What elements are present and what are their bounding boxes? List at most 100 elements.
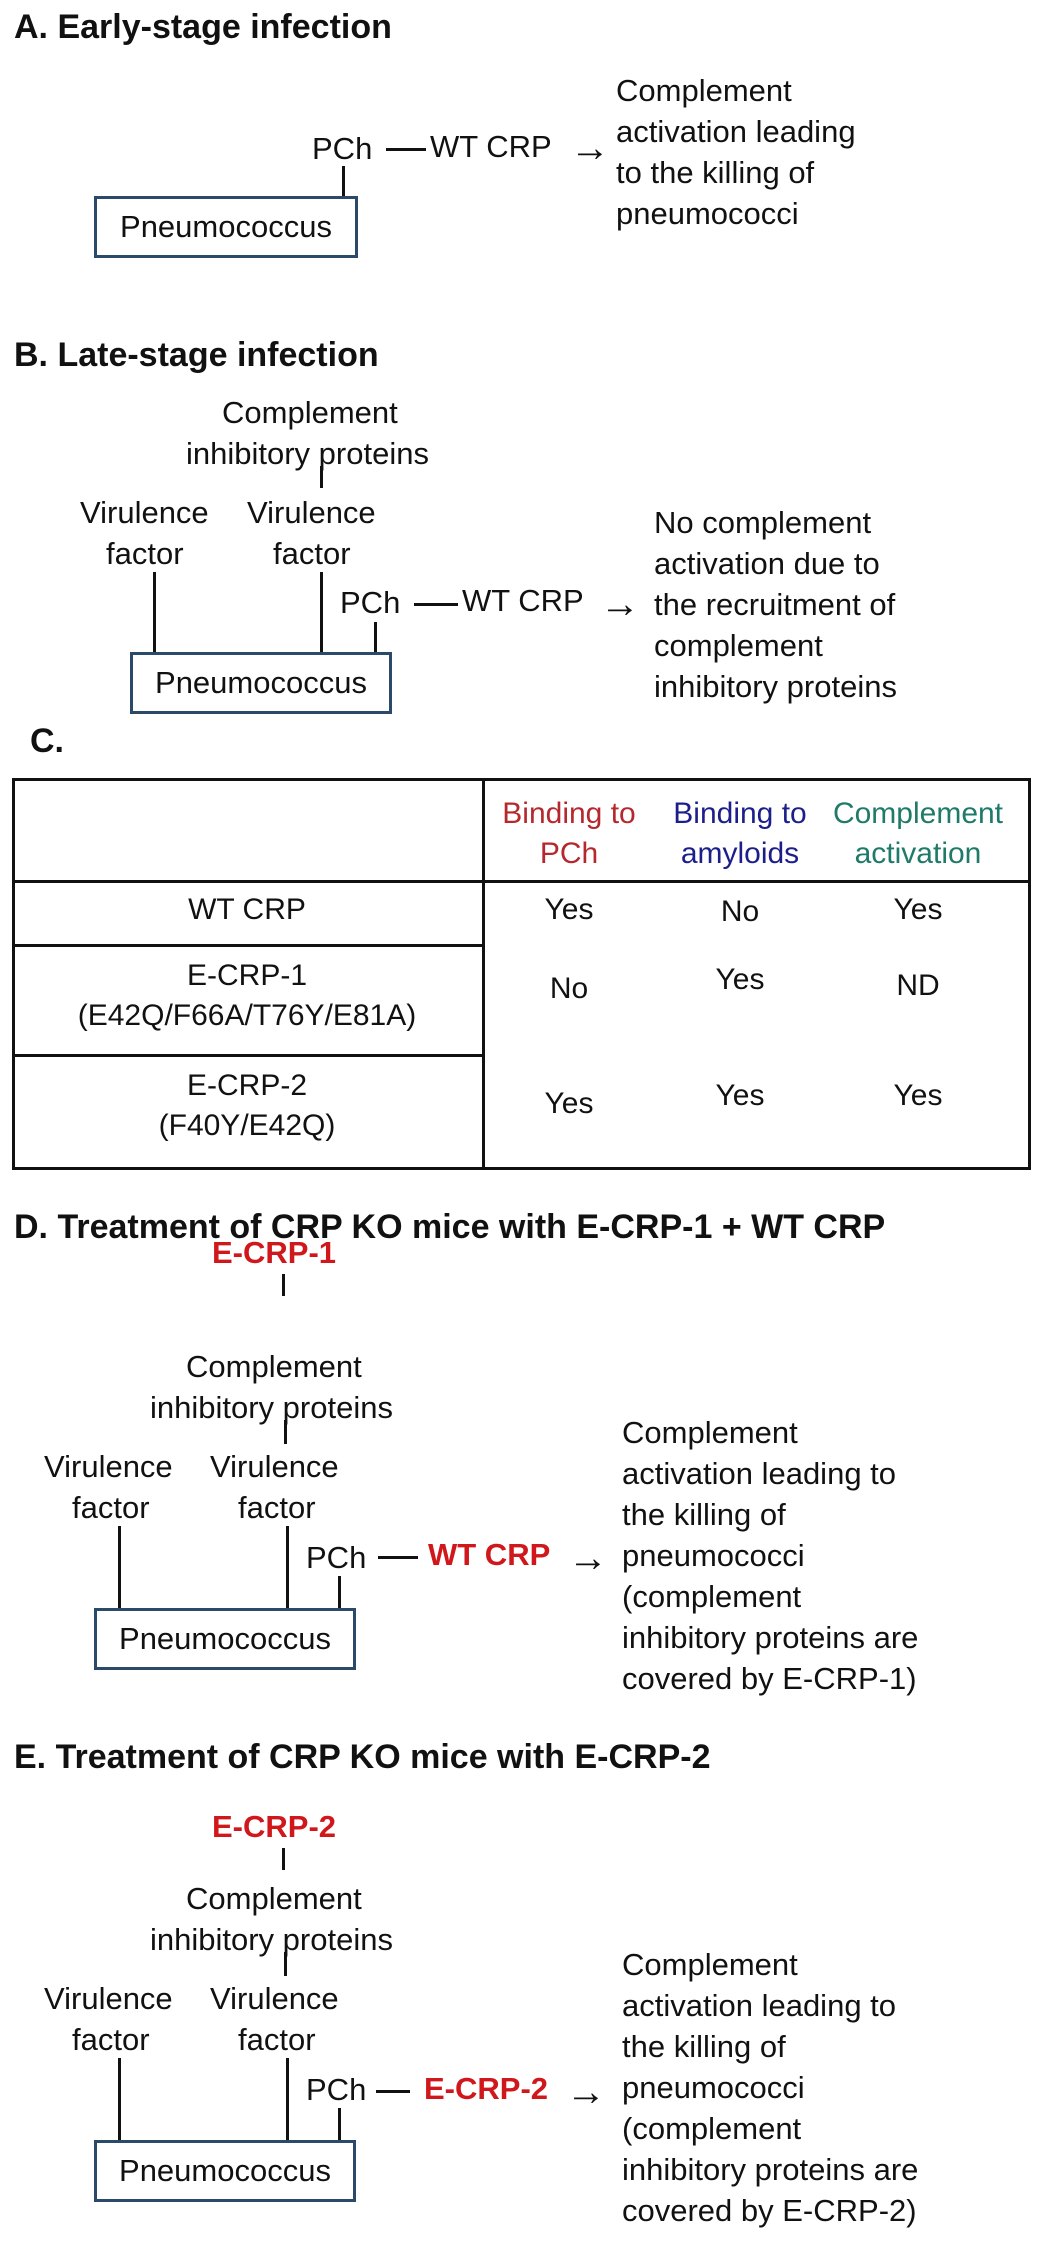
pneumococcus-box: Pneumococcus: [130, 652, 392, 714]
ecrp-label: E-CRP-2: [212, 1809, 337, 1844]
virulence-factor-1: Virulence: [80, 495, 209, 530]
outcome-line: (complement: [622, 1579, 802, 1614]
pneumococcus-box: Pneumococcus: [94, 1608, 356, 1670]
pch-label: PCh: [306, 1540, 367, 1575]
inhibitory-label: inhibitory proteins: [186, 436, 429, 471]
outcome-line: Complement: [622, 1415, 798, 1450]
arrow-icon: →: [570, 126, 610, 170]
outcome-line: covered by E-CRP-1): [622, 1661, 917, 1696]
outcome-line: the killing of: [622, 1497, 786, 1532]
outcome-line: pneumococci: [622, 1538, 805, 1573]
vf2-stem: [286, 2058, 289, 2140]
outcome-line: pneumococci: [616, 196, 799, 231]
row-value: Yes: [893, 893, 943, 926]
row-name: E-CRP-2 (F40Y/E42Q): [158, 1069, 336, 1142]
vf2-stem: [286, 1526, 289, 1608]
virulence-factor-2: factor: [238, 2022, 316, 2057]
crp-label: WT CRP: [430, 129, 552, 164]
pch-stem: [338, 2108, 341, 2140]
vf1-stem: [118, 2058, 121, 2140]
row-value: No: [549, 972, 589, 1005]
ecrp-label: E-CRP-1: [212, 1235, 337, 1270]
panel-a-heading: A. Early-stage infection: [14, 8, 392, 46]
virulence-factor-1: Virulence: [44, 1449, 173, 1484]
inhibitory-label: Complement: [222, 395, 398, 430]
virulence-factor-1: Virulence: [44, 1981, 173, 2016]
outcome-line: activation leading to: [622, 1456, 897, 1491]
pch-crp-connector: [376, 2090, 410, 2093]
outcome-line: complement: [654, 628, 823, 663]
pneumococcus-box: Pneumococcus: [94, 196, 358, 258]
crp-label: WT CRP: [428, 1537, 551, 1572]
outcome-line: inhibitory proteins: [654, 669, 897, 704]
panel-b-heading: B. Late-stage infection: [14, 336, 379, 374]
outcome-line: activation due to: [654, 546, 880, 581]
outcome-line: covered by E-CRP-2): [622, 2193, 917, 2228]
inhib-stem: [320, 466, 323, 488]
inhib-stem: [284, 1420, 287, 1444]
pch-stem: [342, 166, 345, 196]
row-name: WT CRP: [188, 893, 306, 926]
virulence-factor-2: factor: [273, 536, 351, 571]
row-value: Yes: [544, 1087, 594, 1120]
outcome-line: inhibitory proteins are: [622, 2152, 919, 2187]
pch-label: PCh: [306, 2072, 367, 2107]
vf2-stem: [320, 572, 323, 652]
row-value: Yes: [893, 1079, 943, 1112]
outcome-line: (complement: [622, 2111, 802, 2146]
arrow-icon: →: [600, 582, 640, 626]
outcome-line: activation leading: [616, 114, 856, 149]
table-rule: [12, 880, 1031, 883]
vf1-stem: [153, 572, 156, 652]
pch-crp-connector: [378, 1556, 418, 1559]
header-binding-amyloids: Binding to amyloids: [673, 797, 807, 870]
pch-label: PCh: [340, 585, 401, 620]
pch-crp-connector: [386, 148, 426, 151]
virulence-factor-2: Virulence: [247, 495, 376, 530]
inhibitory-label: Complement: [186, 1881, 362, 1916]
header-binding-pch: Binding to PCh: [502, 797, 636, 870]
inhib-stem: [284, 1952, 287, 1976]
header-complement-activation: Complement activation: [832, 797, 1004, 870]
outcome-line: inhibitory proteins are: [622, 1620, 919, 1655]
row-name: E-CRP-1 (E42Q/F66A/T76Y/E81A): [77, 959, 417, 1032]
row-value: Yes: [715, 963, 765, 996]
inhibitory-label: inhibitory proteins: [150, 1922, 393, 1957]
panel-d-heading: D. Treatment of CRP KO mice with E-CRP-1…: [14, 1208, 886, 1246]
crp-label: WT CRP: [462, 583, 584, 618]
arrow-icon: →: [568, 1536, 608, 1580]
outcome-line: Complement: [622, 1947, 798, 1982]
virulence-factor-1: factor: [106, 536, 184, 571]
row-value: ND: [896, 969, 940, 1002]
arrow-icon: →: [566, 2070, 606, 2114]
outcome-line: Complement: [616, 73, 792, 108]
outcome-line: No complement: [654, 505, 872, 540]
outcome-line: the recruitment of: [654, 587, 896, 622]
row-value: Yes: [544, 893, 594, 926]
row-value: No: [720, 895, 760, 928]
outcome-line: pneumococci: [622, 2070, 805, 2105]
virulence-factor-1: factor: [72, 1490, 150, 1525]
panel-c-heading: C.: [30, 722, 64, 760]
pch-stem: [338, 1576, 341, 1608]
outcome-line: to the killing of: [616, 155, 815, 190]
pneumococcus-box: Pneumococcus: [94, 2140, 356, 2202]
table-divider: [482, 778, 485, 1170]
ecrp-stem: [282, 1848, 285, 1870]
outcome-line: activation leading to: [622, 1988, 897, 2023]
virulence-factor-2: Virulence: [210, 1981, 339, 2016]
table-rule: [12, 1054, 482, 1057]
virulence-factor-2: Virulence: [210, 1449, 339, 1484]
vf1-stem: [118, 1526, 121, 1608]
table-rule: [12, 944, 482, 947]
comparison-table: [12, 778, 1031, 1170]
pch-stem: [374, 622, 377, 652]
inhibitory-label: Complement: [186, 1349, 362, 1384]
pch-label: PCh: [312, 131, 373, 166]
virulence-factor-1: factor: [72, 2022, 150, 2057]
crp-label: E-CRP-2: [424, 2071, 549, 2106]
pch-crp-connector: [414, 603, 458, 606]
outcome-line: the killing of: [622, 2029, 786, 2064]
row-value: Yes: [715, 1079, 765, 1112]
virulence-factor-2: factor: [238, 1490, 316, 1525]
